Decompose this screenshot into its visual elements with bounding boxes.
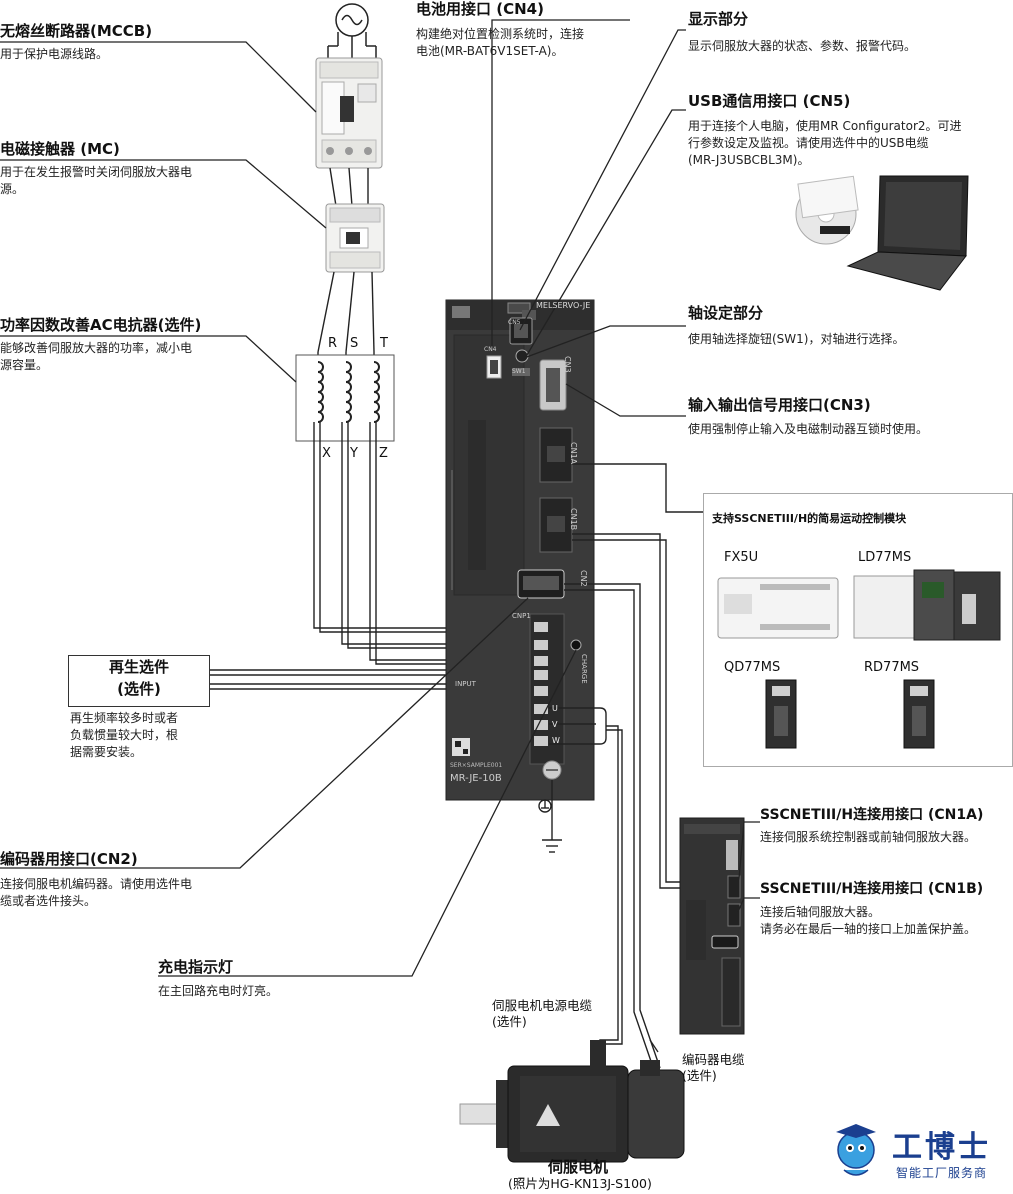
cn2-title: 编码器用接口(CN2) (0, 850, 138, 868)
regen-title-line2: (选件) (117, 680, 161, 698)
amp-model: MR-JE-10B (450, 773, 502, 784)
phase-label-z: Z (379, 446, 388, 461)
phase-label-x: X (322, 446, 331, 461)
amp-port-cn2: CN2 (579, 570, 588, 587)
logo-name: 工博士 (892, 1130, 991, 1165)
servo-motor-image (459, 1040, 685, 1163)
phase-label-y: Y (350, 446, 358, 461)
amp-terminal-u: U (552, 704, 558, 713)
ac-reactor-desc: 能够改善伺服放大器的功率，减小电 源容量。 (0, 341, 193, 372)
module-qd77ms-label: QD77MS (724, 660, 781, 675)
rd77ms-image (903, 679, 935, 749)
phase-label-t: T (380, 336, 388, 351)
regen-desc: 再生频率较多时或者 负载惯量较大时，根 据需要安装。 (70, 711, 179, 759)
motor-note: (照片为HG-KN13J-S100) (508, 1176, 652, 1191)
display-title: 显示部分 (688, 10, 749, 28)
robot-mascot-icon (836, 1124, 876, 1176)
cn1a-title: SSCNETIII/H连接用接口 (CN1A) (760, 807, 984, 823)
cn5-title: USB通信用接口 (CN5) (688, 92, 851, 110)
amp-input-label: INPUT (455, 680, 476, 688)
display-desc: 显示伺服放大器的状态、参数、报警代码。 (688, 39, 917, 53)
second-servo-amplifier (679, 817, 745, 1035)
ac-reactor-symbol (295, 354, 395, 442)
amp-cnp1-label: CNP1 (512, 612, 531, 620)
amp-port-cn5: CN5 (508, 319, 521, 326)
amp-terminal-v: V (552, 720, 558, 729)
motion-module-box: 支持SSCNETIII/H的简易运动控制模块 FX5U LD77MS QD77M… (703, 493, 1013, 767)
phase-label-s: S (350, 336, 359, 351)
phase-label-r: R (328, 336, 338, 351)
charge-title: 充电指示灯 (158, 958, 234, 976)
leader-lines (0, 19, 760, 1053)
mccb-desc: 用于保护电源线路。 (0, 47, 109, 61)
amp-serial: SER×SAMPLE001 (450, 762, 503, 769)
mc-title: 电磁接触器 (MC) (0, 140, 120, 158)
module-fx5u-label: FX5U (724, 550, 759, 565)
amp-charge-label: CHARGE (580, 654, 588, 684)
laptop-image (795, 175, 969, 291)
mc-desc: 用于在发生报警时关闭伺服放大器电 源。 (0, 165, 193, 196)
charge-desc: 在主回路充电时灯亮。 (158, 984, 279, 998)
amp-port-cn1b: CN1B (569, 508, 578, 531)
logo-subtitle: 智能工厂服务商 (896, 1166, 988, 1180)
motor-title: 伺服电机 (548, 1158, 609, 1176)
module-box-title: 支持SSCNETIII/H的简易运动控制模块 (712, 512, 907, 525)
ac-source-icon (327, 3, 377, 58)
amp-port-cn4: CN4 (484, 346, 497, 353)
amp-port-cn3: CN3 (563, 356, 572, 373)
qd77ms-image (765, 679, 797, 749)
cn5-desc: 用于连接个人电脑，使用MR Configurator2。可进 行参数设定及监视。… (688, 119, 962, 167)
ac-reactor-title: 功率因数改善AC电抗器(选件) (0, 316, 202, 334)
mccb-title: 无熔丝断路器(MCCB) (0, 22, 153, 40)
cn1a-desc: 连接伺服系统控制器或前轴伺服放大器。 (760, 830, 977, 844)
mccb-mc-wires (329, 167, 369, 207)
cn2-desc: 连接伺服电机编码器。请使用选件电 缆或者选件接头。 (0, 877, 193, 908)
cn4-desc: 构建绝对位置检测系统时，连接 电池(MR-BAT6V1SET-A)。 (416, 27, 585, 58)
fx5u-image (717, 577, 839, 639)
amp-sw1-label: SW1 (512, 368, 526, 375)
ground-icon (538, 780, 562, 853)
cn3-desc: 使用强制停止输入及电磁制动器互锁时使用。 (688, 422, 929, 436)
cn1b-title: SSCNETIII/H连接用接口 (CN1B) (760, 881, 984, 897)
module-images (717, 569, 1001, 749)
cn1b-desc: 连接后轴伺服放大器。 请务必在最后一轴的接口上加盖保护盖。 (760, 905, 977, 936)
regen-option-box: 再生选件 (选件) (68, 655, 210, 707)
amp-port-cn1a: CN1A (569, 442, 578, 465)
amp-terminal-w: W (552, 736, 560, 745)
servo-amplifier (445, 299, 595, 801)
mc-device (325, 203, 385, 273)
mc-reactor-wires (317, 271, 375, 362)
mccb-device (315, 57, 383, 169)
axis-title: 轴设定部分 (688, 304, 764, 322)
regen-title-line1: 再生选件 (108, 658, 169, 676)
cn4-title: 电池用接口 (CN4) (416, 0, 544, 18)
cn3-title: 输入输出信号用接口(CN3) (688, 396, 871, 414)
axis-desc: 使用轴选择旋钮(SW1)，对轴进行选择。 (688, 332, 905, 346)
amp-brand: MELSERVO-JE (536, 301, 591, 310)
power-cable-label: 伺服电机电源电缆 (选件) (492, 998, 593, 1029)
ld77ms-image (853, 569, 1001, 641)
encoder-cable (564, 583, 661, 1071)
module-ld77ms-label: LD77MS (858, 550, 912, 565)
encoder-cable-label: 编码器电缆 (选件) (682, 1052, 745, 1083)
module-rd77ms-label: RD77MS (864, 660, 920, 675)
